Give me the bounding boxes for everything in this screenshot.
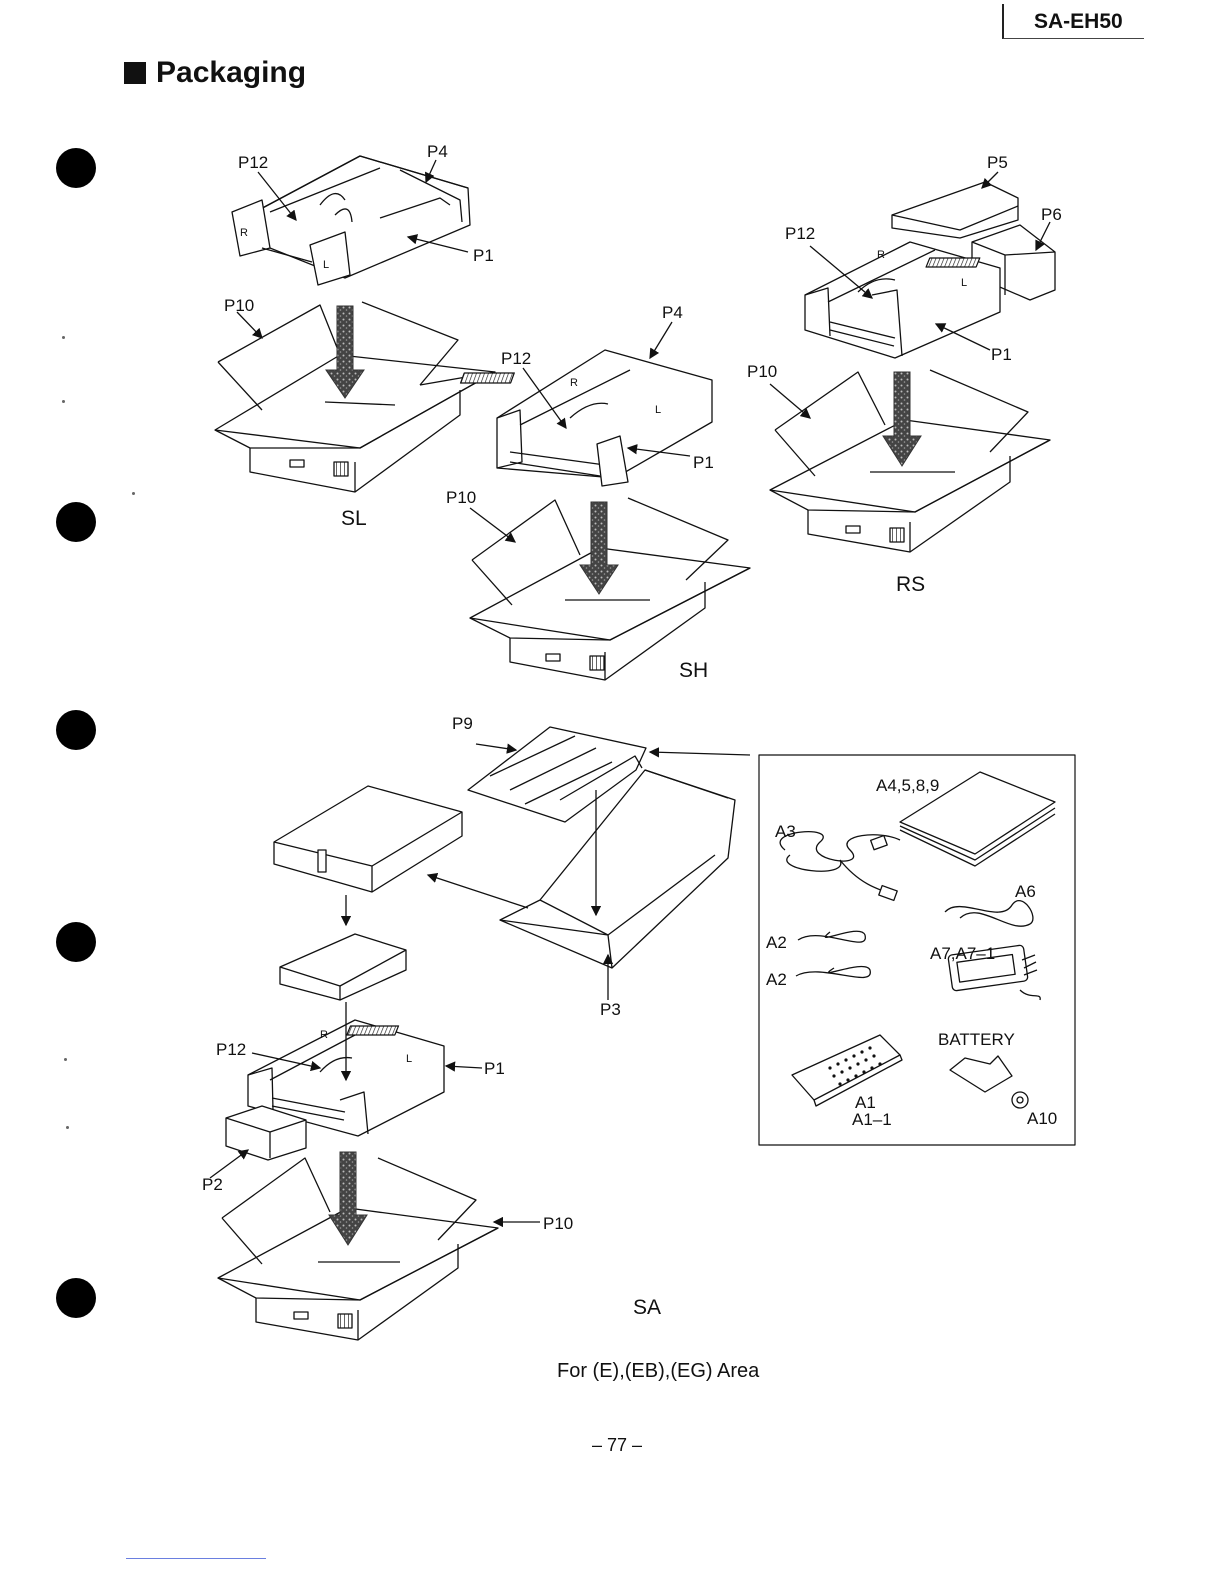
speaker-label-sa: SA — [633, 1296, 661, 1320]
label-p12: P12 — [501, 349, 531, 368]
area-note: For (E),(EB),(EG) Area — [557, 1360, 759, 1383]
sh-assembly — [461, 322, 750, 680]
label-p10: P10 — [446, 488, 476, 507]
label-p3: P3 — [600, 1000, 621, 1019]
label-p5: P5 — [987, 153, 1008, 172]
edge-line — [126, 1558, 266, 1559]
label-a2: A2 — [766, 933, 787, 952]
label-r: R — [877, 249, 885, 261]
label-p2: P2 — [202, 1175, 223, 1194]
label-p1: P1 — [693, 453, 714, 472]
label-battery: BATTERY — [938, 1030, 1015, 1049]
label-p10: P10 — [543, 1214, 573, 1233]
label-p4: P4 — [662, 303, 683, 322]
label-a4589: A4,5,8,9 — [876, 776, 939, 795]
label-a7: A7,A7–1 — [930, 944, 995, 963]
label-p12: P12 — [238, 153, 268, 172]
sl-assembly — [215, 156, 495, 492]
label-a6: A6 — [1015, 882, 1036, 901]
label-r: R — [570, 377, 578, 389]
label-p9: P9 — [452, 714, 473, 733]
speaker-label-sl: SL — [341, 507, 367, 530]
sa-assembly — [210, 727, 750, 1340]
label-a1-1: A1–1 — [852, 1110, 892, 1129]
label-l: L — [406, 1053, 412, 1065]
label-l: L — [655, 404, 661, 416]
label-p12: P12 — [785, 224, 815, 243]
label-a3: A3 — [775, 822, 796, 841]
label-r: R — [320, 1029, 328, 1041]
label-p1: P1 — [473, 246, 494, 265]
label-r: R — [240, 227, 248, 239]
page-number: – 77 – — [592, 1435, 642, 1456]
label-p12: P12 — [216, 1040, 246, 1059]
speaker-label-rs: RS — [896, 573, 925, 596]
label-p1: P1 — [991, 345, 1012, 364]
label-l: L — [961, 277, 967, 289]
label-a10: A10 — [1027, 1109, 1057, 1128]
label-p1: P1 — [484, 1059, 505, 1078]
label-l: L — [323, 259, 329, 271]
label-p10: P10 — [224, 296, 254, 315]
label-p10: P10 — [747, 362, 777, 381]
label-a2: A2 — [766, 970, 787, 989]
label-p6: P6 — [1041, 205, 1062, 224]
accessory-panel — [759, 755, 1075, 1145]
label-p4: P4 — [427, 142, 448, 161]
speaker-label-sh: SH — [679, 659, 708, 682]
